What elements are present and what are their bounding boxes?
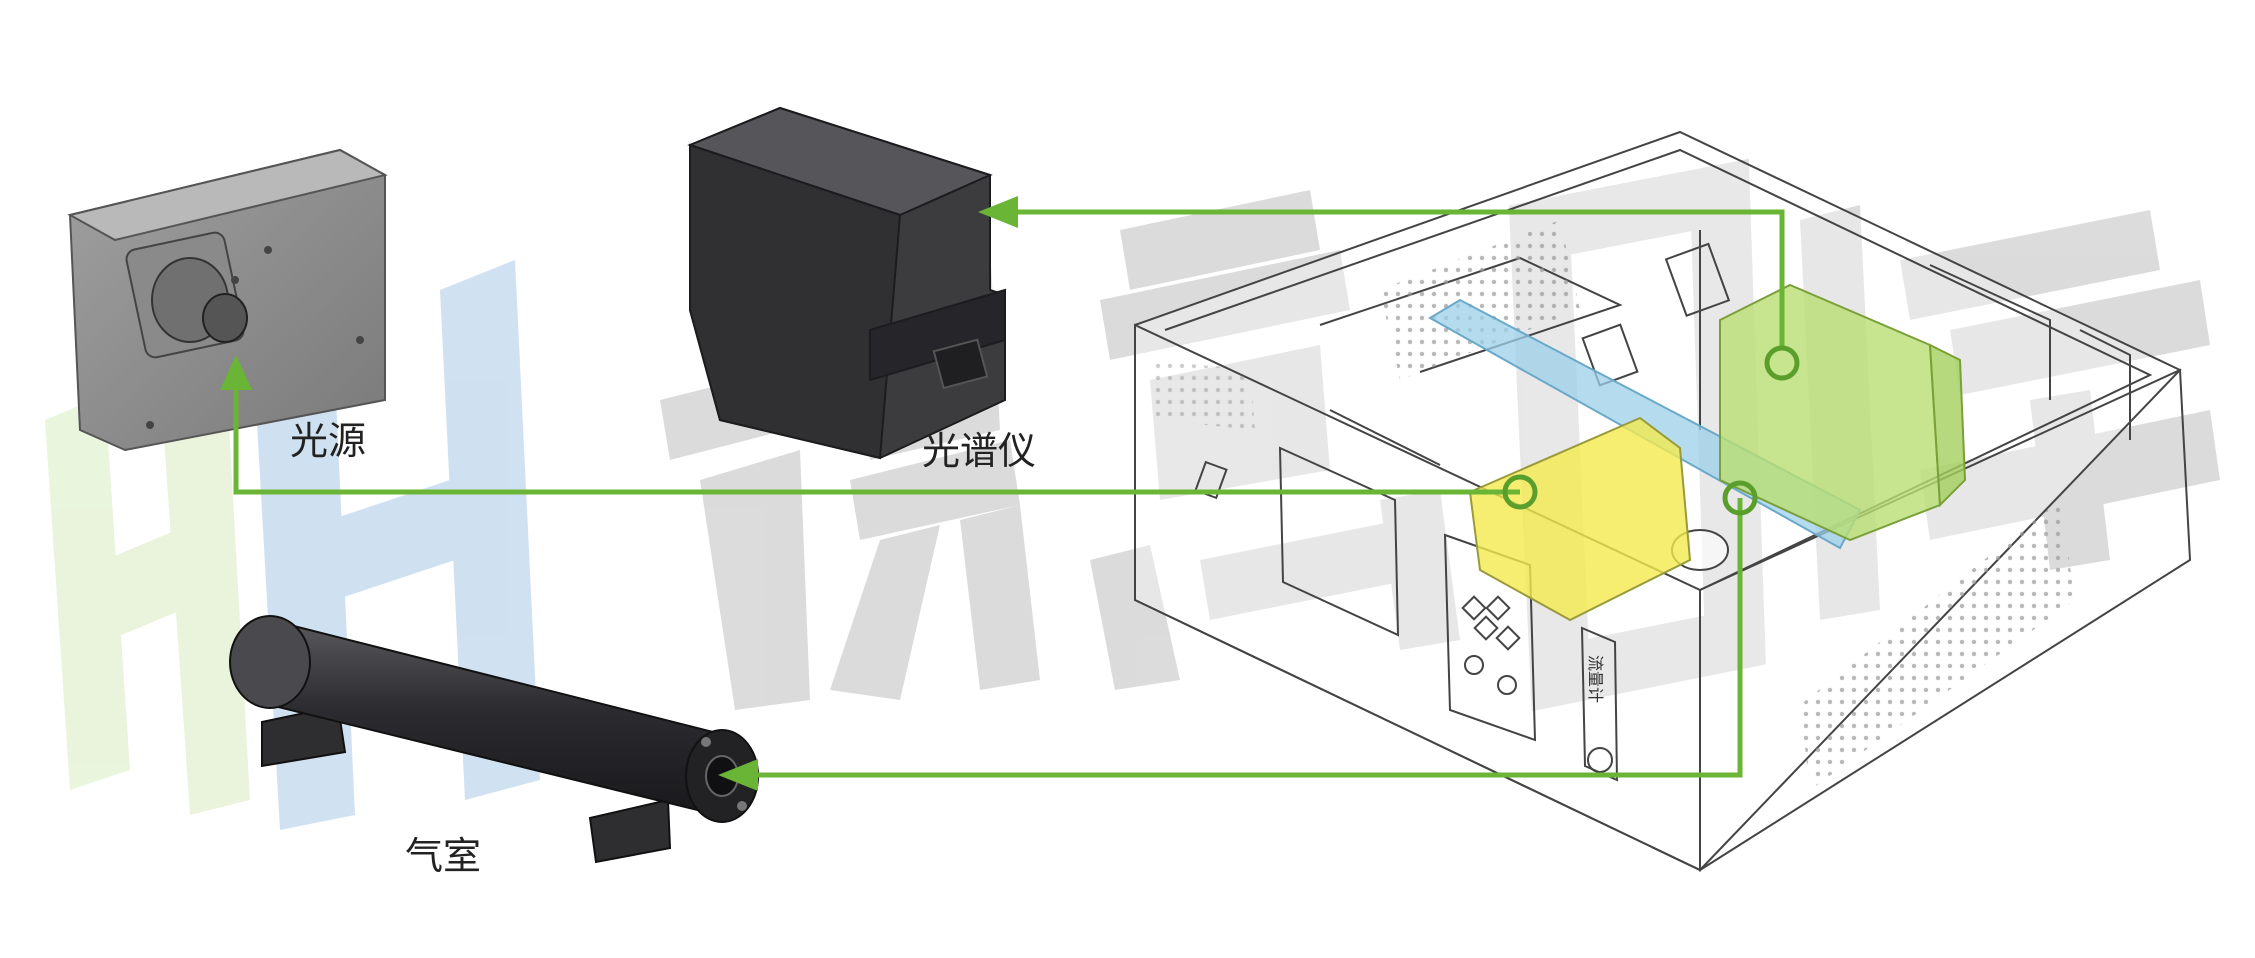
gas-cell-device xyxy=(229,615,759,864)
arrow-to-gas-cell xyxy=(750,498,1743,778)
vent-pattern xyxy=(1800,500,2075,790)
light-source-device xyxy=(67,148,388,452)
vent-pattern xyxy=(1380,220,1580,380)
green-component-highlight-side xyxy=(1928,343,1967,508)
arrowhead-spectrometer xyxy=(978,196,1018,228)
connector-ring-green xyxy=(1764,345,1800,381)
label-gas-cell: 气室 xyxy=(405,834,482,878)
arrow-to-light-source xyxy=(233,375,1520,495)
connector-ring-yellow xyxy=(1502,474,1538,510)
panel-label: 流量计 xyxy=(1586,655,1605,703)
spectrometer-device xyxy=(687,106,1006,460)
connection-arrows xyxy=(233,209,1785,778)
yellow-component-highlight xyxy=(1468,416,1692,622)
label-spectrometer: 光谱仪 xyxy=(922,429,1037,473)
connector-ring-blue xyxy=(1722,480,1758,516)
vent-pattern xyxy=(1150,360,1255,430)
arrowhead-light-source xyxy=(220,355,252,390)
arrow-to-spectrometer xyxy=(1010,209,1785,348)
label-light-source: 光源 xyxy=(290,419,367,463)
arrowhead-gas-cell xyxy=(718,759,758,791)
